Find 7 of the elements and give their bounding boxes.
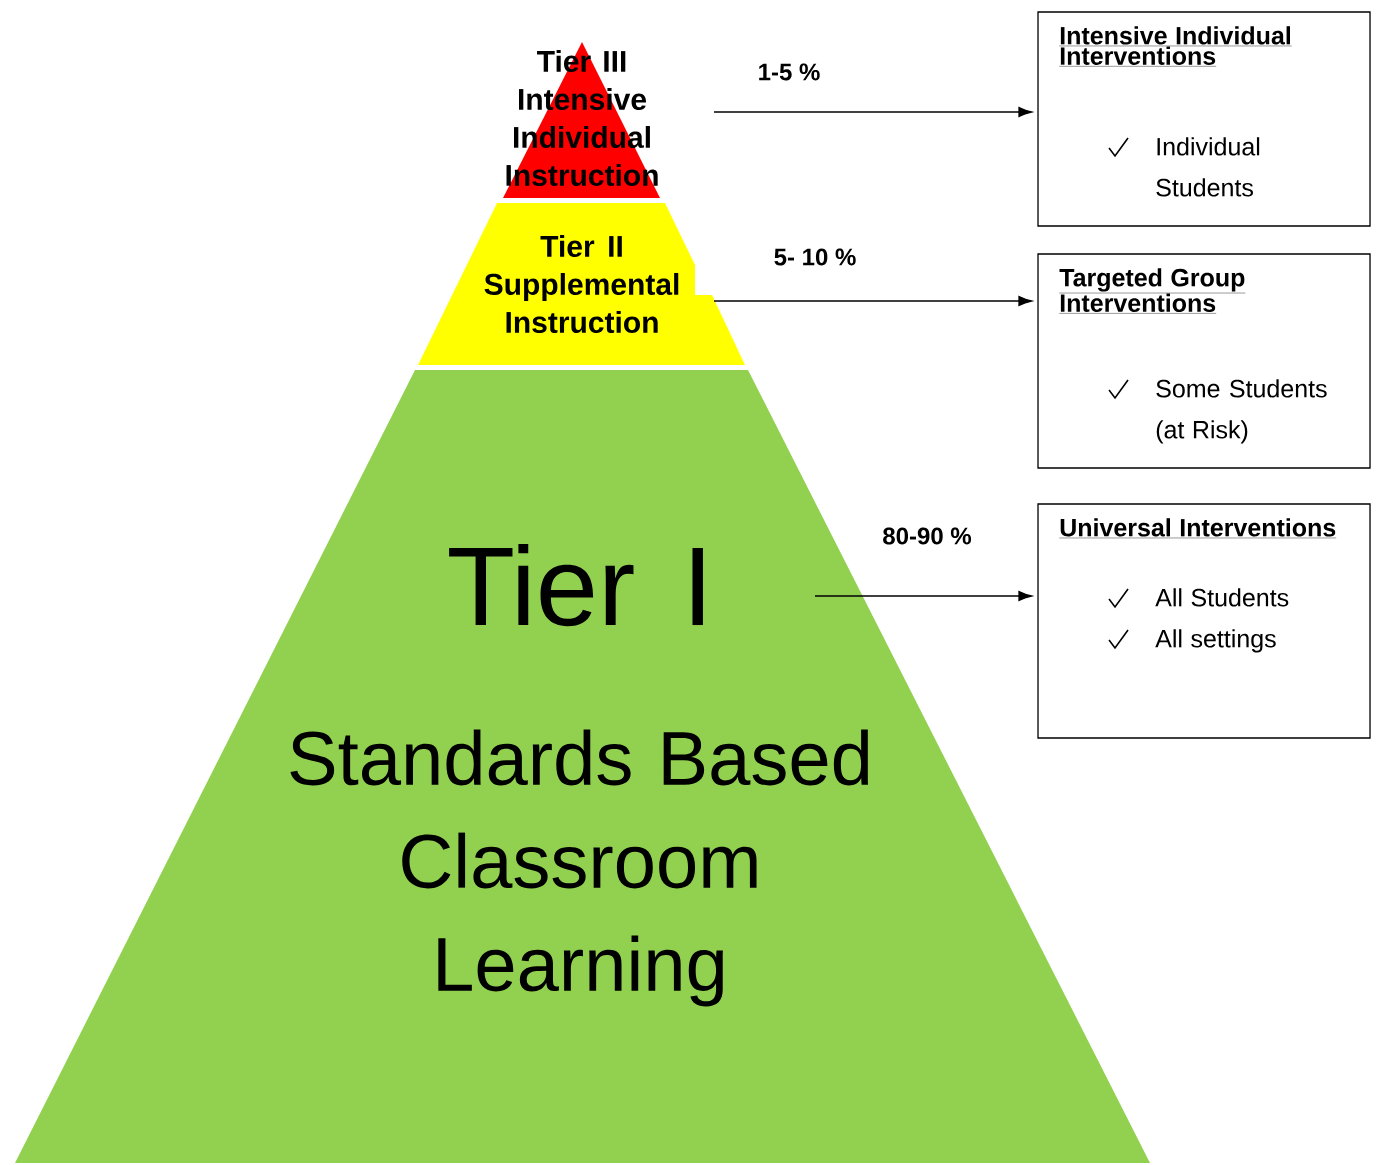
arrow bbox=[713, 295, 1033, 307]
arrow bbox=[814, 590, 1033, 602]
percentage-label: 80-90 % bbox=[883, 527, 972, 545]
arrow bbox=[713, 106, 1033, 118]
percentage-label: 5- 10 % bbox=[774, 248, 856, 266]
pyramid-tier: Tier II Supplemental Instruction bbox=[418, 203, 745, 365]
percentage-label: 1-5 % bbox=[759, 63, 820, 81]
